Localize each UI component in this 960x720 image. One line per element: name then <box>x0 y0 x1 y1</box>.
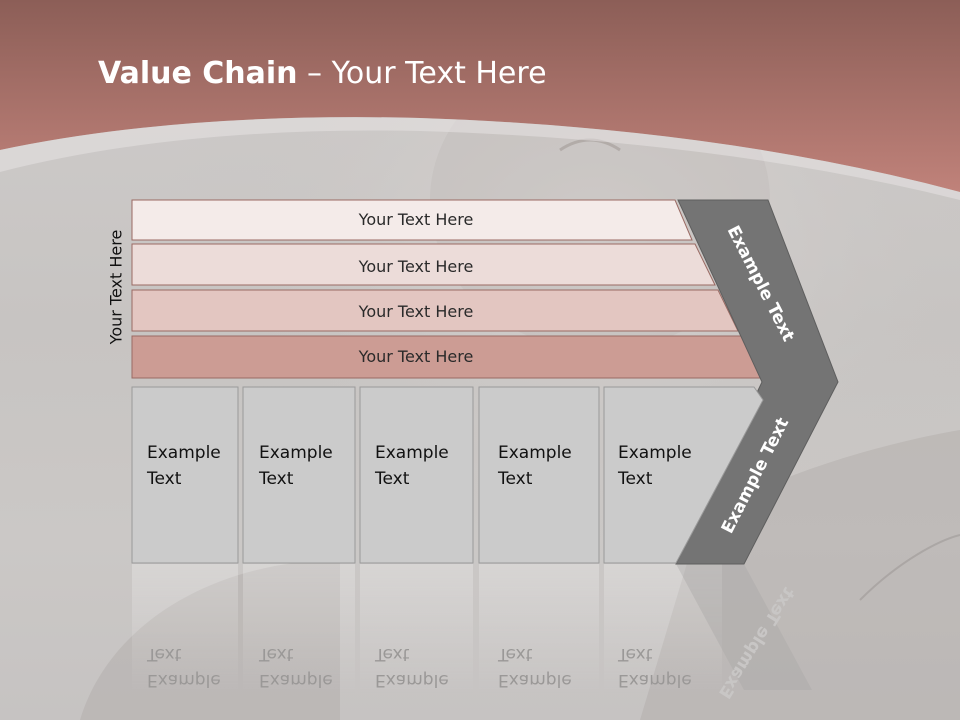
activity-box-4-line1: Example <box>498 443 572 463</box>
reflection-label: Example <box>375 670 449 690</box>
activity-box-4-line2: Text <box>497 469 533 489</box>
reflection-label: Example <box>259 670 333 690</box>
reflection-label: Text <box>374 644 410 664</box>
reflection-label: Text <box>497 644 533 664</box>
bar-2[interactable] <box>131 243 716 286</box>
activity-box-3-line1: Example <box>375 443 449 463</box>
title-bold: Value Chain <box>98 56 298 91</box>
bar-2-label: Your Text Here <box>358 257 474 276</box>
activity-box-1-line1: Example <box>147 443 221 463</box>
header-band <box>0 0 960 200</box>
activity-box-1[interactable] <box>131 386 239 564</box>
bar-1[interactable] <box>131 199 693 241</box>
reflection-label: Example <box>618 670 692 690</box>
activity-box-1-line2: Text <box>146 469 182 489</box>
reflection-label: Text <box>258 644 294 664</box>
bar-1-label: Your Text Here <box>358 210 474 229</box>
bar-3-label: Your Text Here <box>358 302 474 321</box>
activity-box-3-line2: Text <box>374 469 410 489</box>
activity-box-3[interactable] <box>359 386 474 564</box>
activity-box-2-line1: Example <box>259 443 333 463</box>
page-title: Value Chain – Your Text Here <box>98 56 547 91</box>
activity-box-2-line2: Text <box>258 469 294 489</box>
title-rest: – Your Text Here <box>297 56 547 91</box>
reflection-label: Example <box>147 670 221 690</box>
activity-box-4[interactable] <box>478 386 600 564</box>
activity-box-2[interactable] <box>242 386 356 564</box>
reflection-label: Text <box>617 644 653 664</box>
reflection <box>132 564 812 694</box>
activity-box-5-line1: Example <box>618 443 692 463</box>
chevron-arrow[interactable] <box>675 199 839 565</box>
bar-4-label: Your Text Here <box>358 347 474 366</box>
reflection-label: Example <box>498 670 572 690</box>
activity-box-5-line2: Text <box>617 469 653 489</box>
activity-box-5[interactable] <box>603 386 764 564</box>
reflection-label: Text <box>146 644 182 664</box>
